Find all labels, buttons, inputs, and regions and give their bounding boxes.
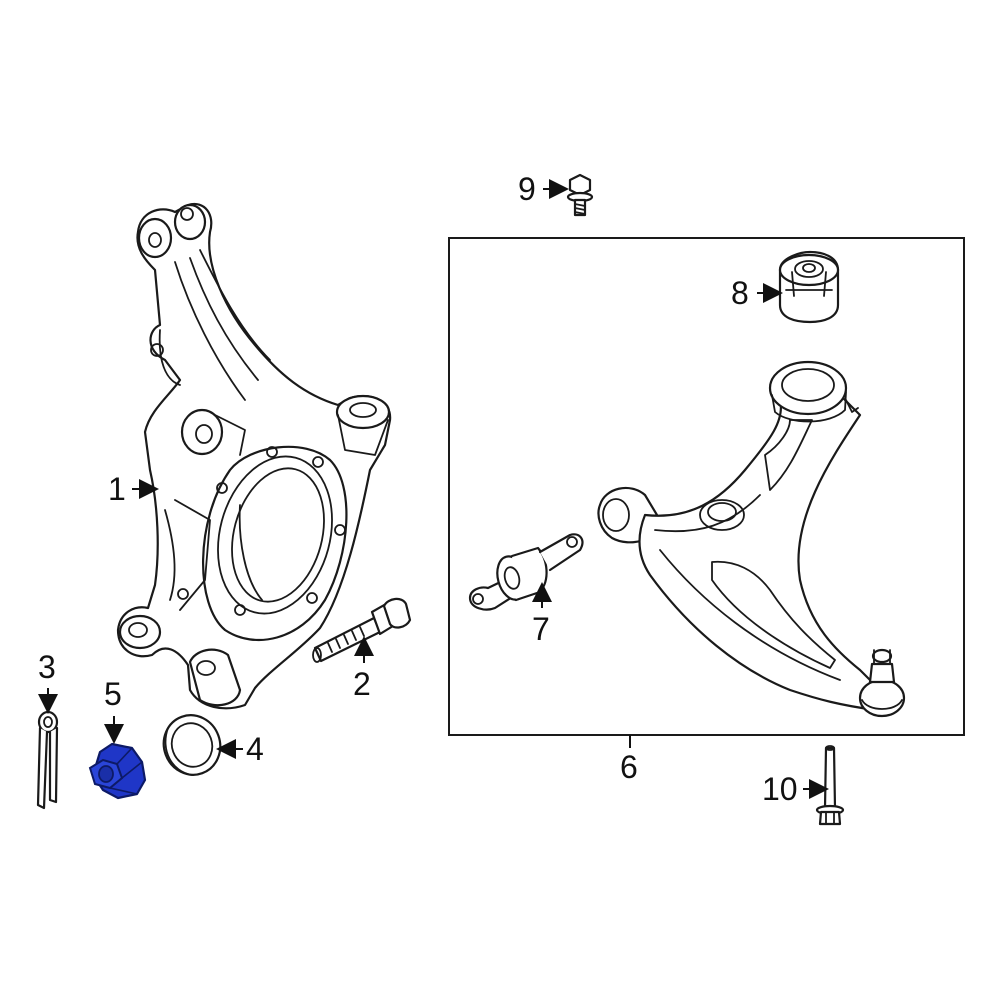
callout-8: 8 [731,275,749,311]
hub-seal[interactable] [155,707,228,783]
cotter-pin[interactable] [36,710,59,810]
callout-1: 1 [108,471,126,507]
long-bolt[interactable] [815,745,845,826]
callout-6: 6 [620,749,638,785]
rear-bushing[interactable] [778,250,840,324]
callout-5: 5 [104,676,122,712]
lower-control-arm[interactable] [597,360,906,718]
callout-7: 7 [532,611,550,647]
flange-bolt[interactable] [566,173,594,217]
callout-4: 4 [246,731,264,767]
lock-nut-highlighted[interactable] [88,742,147,800]
control-arm-group-frame [448,237,965,736]
knuckle-bolt[interactable] [312,597,412,663]
callout-9: 9 [518,171,536,207]
front-bushing-bracket[interactable] [468,533,584,611]
callout-10: 10 [762,771,798,807]
callout-2: 2 [353,666,371,702]
steering-knuckle[interactable] [116,202,392,710]
callout-3: 3 [38,649,56,685]
